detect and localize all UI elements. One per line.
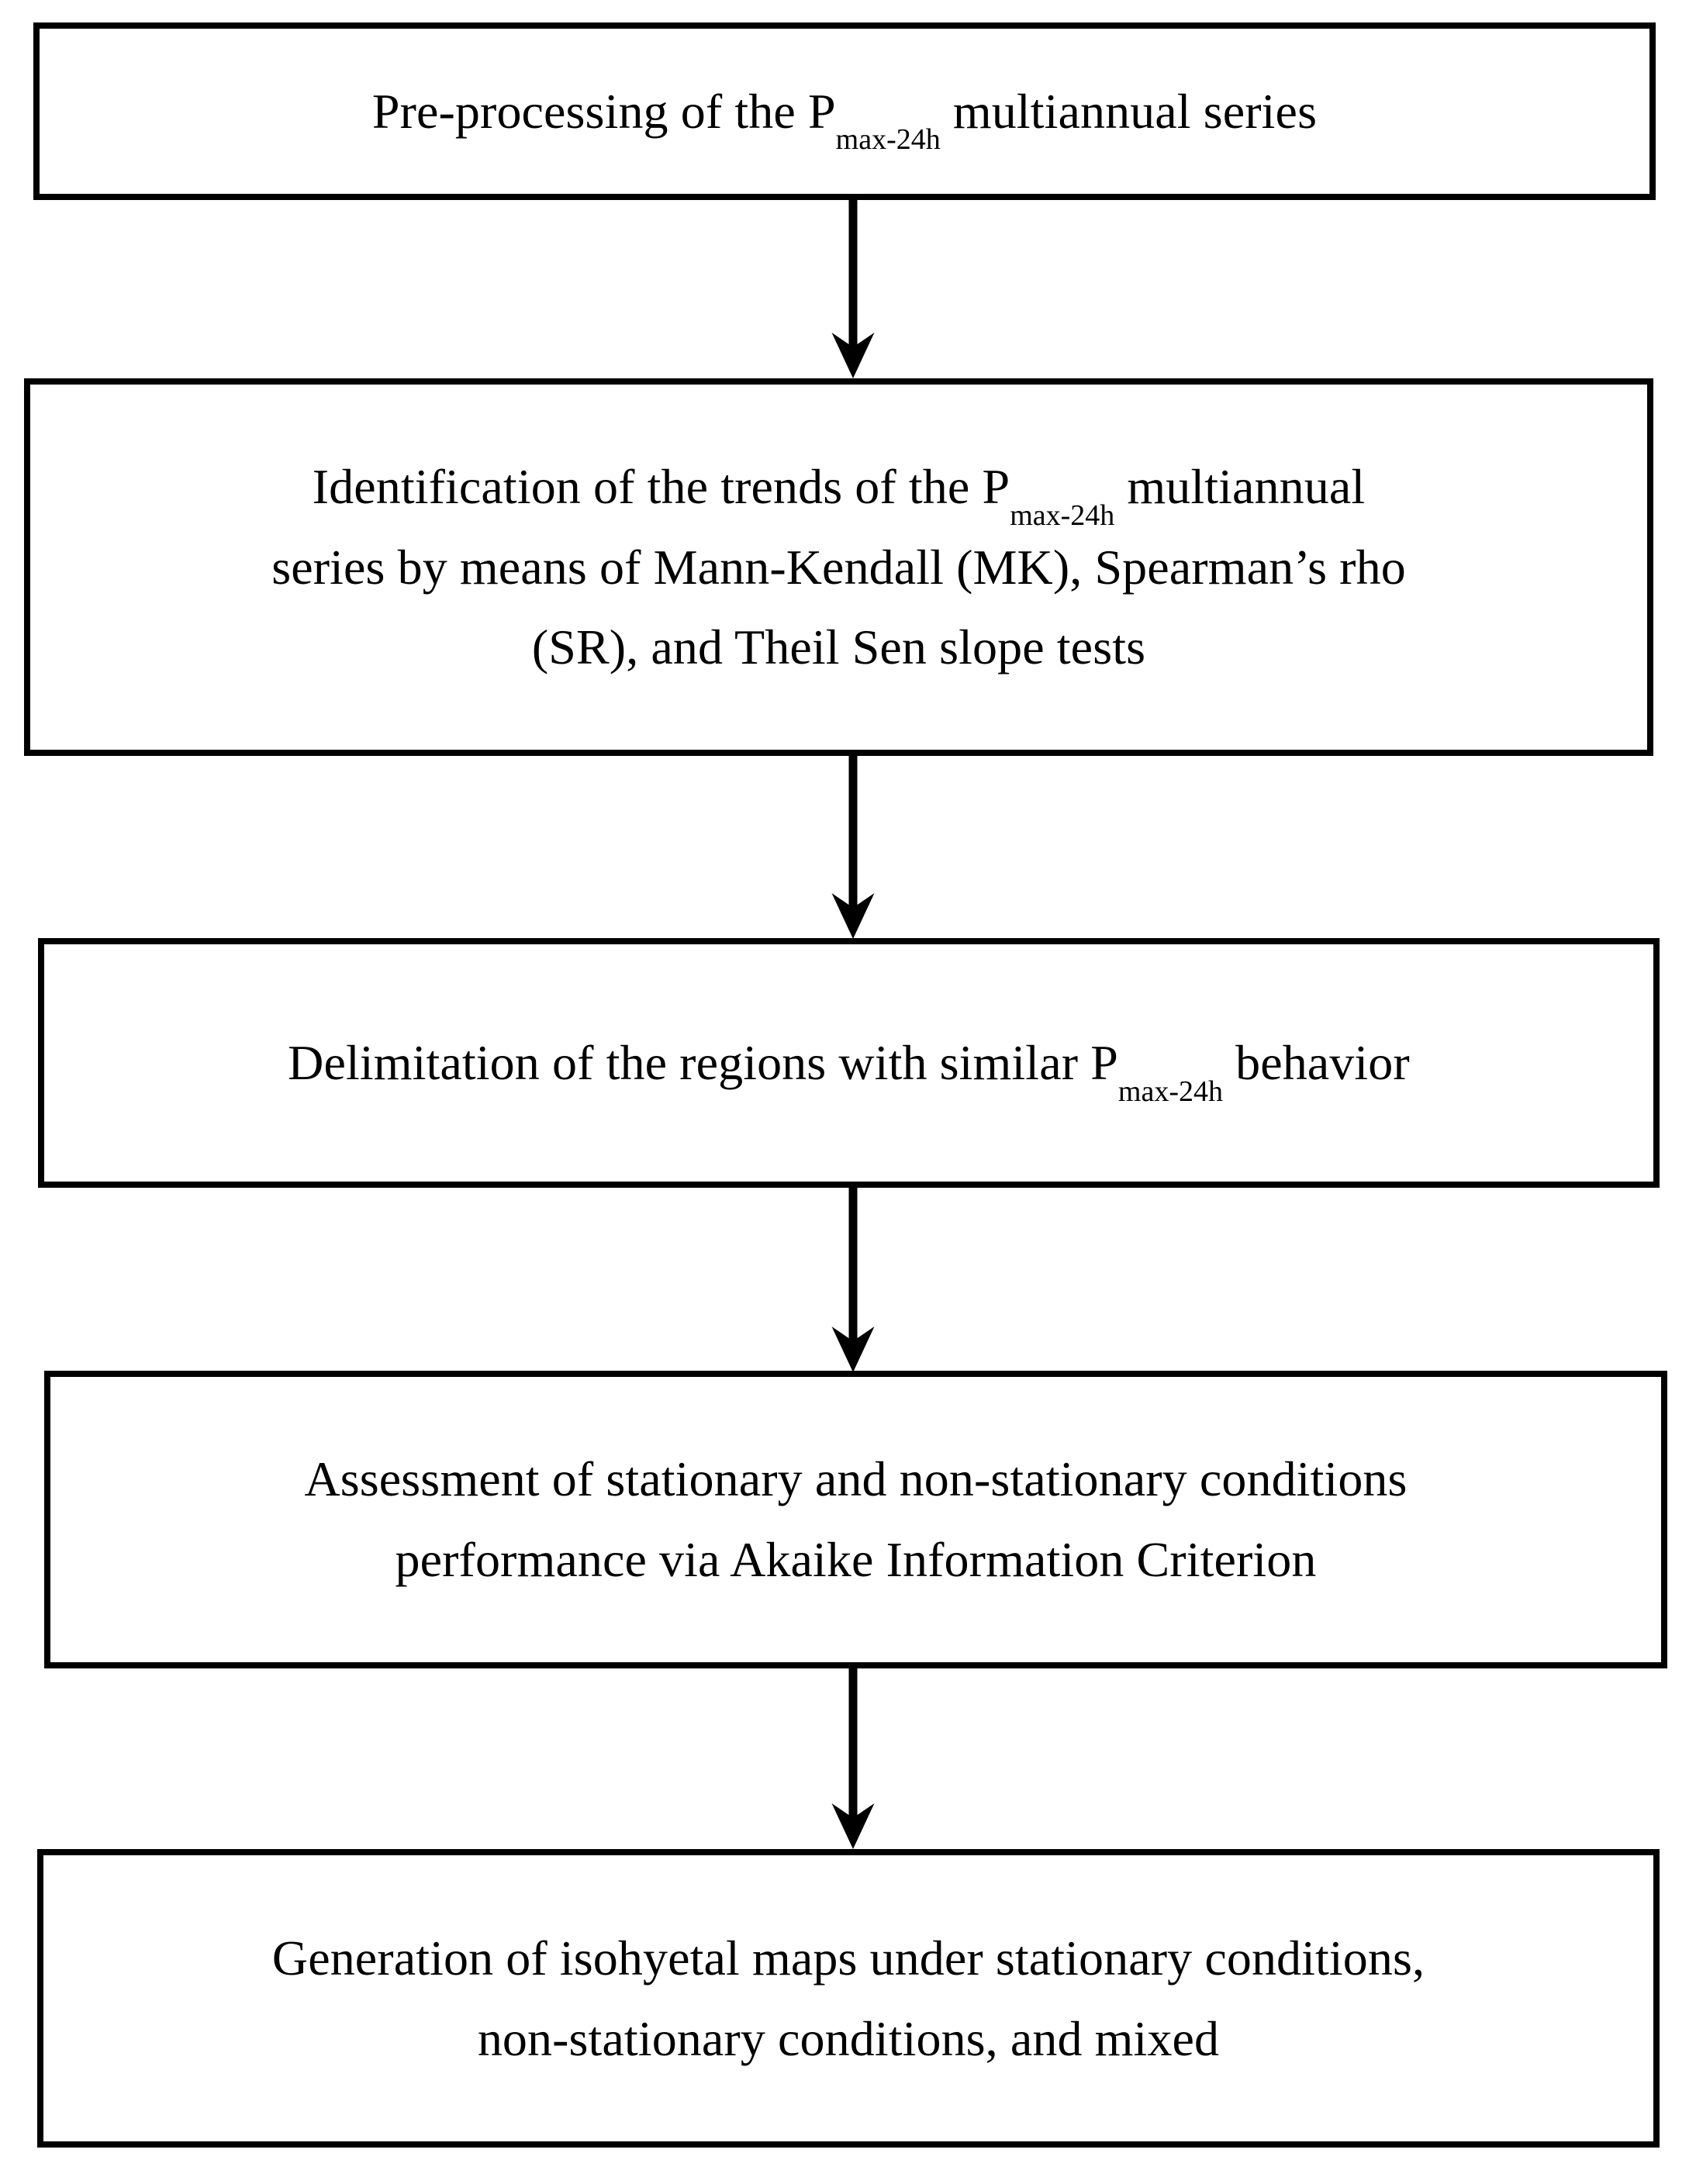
node-2-line-1-post: multiannual [1114,458,1366,514]
arrow-down-icon [831,756,875,939]
node-1-line-1-pre: Pre-processing of the [371,83,808,139]
node-5-line-1: Generation of isohyetal maps under stati… [271,1930,1425,1986]
arrow-node3-to-node4 [831,1188,875,1372]
flowchart-node-pre-processing-step: Pre-processing of the Pmax-24h multiannu… [33,22,1656,200]
arrow-down-icon [831,1668,875,1849]
arrow-node2-to-node3 [831,756,875,939]
node-3-text: Delimitation of the regions with similar… [254,1023,1444,1106]
arrow-node4-to-node5 [831,1668,875,1849]
node-5-text: Generation of isohyetal maps under stati… [238,1918,1459,2079]
node-2-line-2: series by means of Mann-Kendall (MK), Sp… [271,539,1406,595]
node-3-line-1-base: P [1090,1035,1118,1091]
node-4-line-2: performance via Akaike Information Crite… [395,1532,1317,1587]
node-2-line-1-base: P [982,458,1010,514]
node-2-line-1: Identification of the trends of the Pmax… [271,447,1406,530]
arrow-down-icon [831,200,875,378]
node-1-line-1-subscript: max-24h [835,123,941,157]
node-3-line-1-pre: Delimitation of the regions with similar [288,1035,1091,1091]
node-1-line-1: Pre-processing of the Pmax-24h multiannu… [371,71,1318,155]
flowchart-node-aic-assessment-step: Assessment of stationary and non-station… [44,1371,1667,1668]
node-1-line-1-post: multiannual series [940,83,1318,139]
node-4-line-1: Assessment of stationary and non-station… [304,1451,1408,1507]
node-2-line-3: (SR), and Theil Sen slope tests [531,619,1146,675]
node-4-text: Assessment of stationary and non-station… [270,1439,1441,1599]
node-1-text: Pre-processing of the Pmax-24h multiannu… [338,71,1351,155]
node-2-text: Identification of the trends of the Pmax… [237,447,1440,688]
node-1-line-1-base: P [807,83,836,139]
flowchart-node-isohyetal-map-generation-step: Generation of isohyetal maps under stati… [37,1849,1660,2148]
flowchart-node-trend-identification-step: Identification of the trends of the Pmax… [24,378,1653,756]
arrow-down-icon [831,1188,875,1372]
node-2-line-1-pre: Identification of the trends of the [312,458,983,514]
node-5-line-2: non-stationary conditions, and mixed [477,2010,1220,2066]
node-3-line-1: Delimitation of the regions with similar… [288,1023,1410,1106]
node-3-line-1-subscript: max-24h [1117,1075,1223,1108]
node-2-line-1-subscript: max-24h [1010,499,1115,532]
node-3-line-1-post: behavior [1223,1035,1410,1091]
flowchart-node-region-delimitation-step: Delimitation of the regions with similar… [38,938,1660,1188]
arrow-node1-to-node2 [831,200,875,378]
